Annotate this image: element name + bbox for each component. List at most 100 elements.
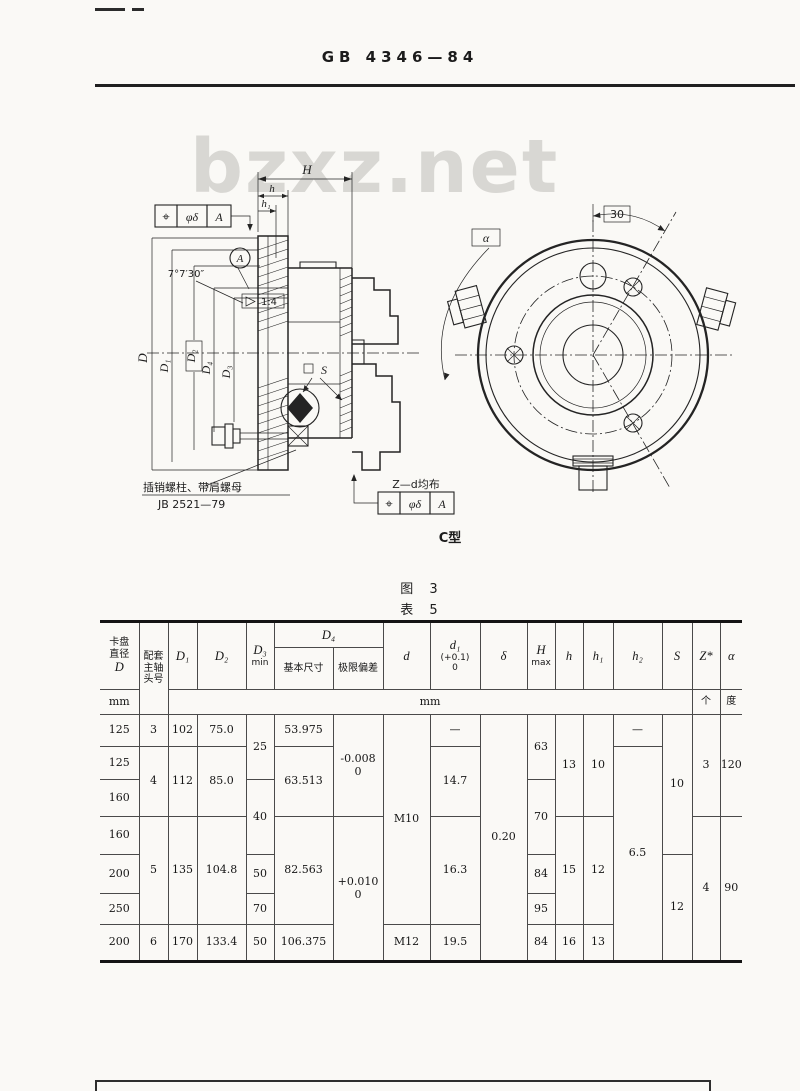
table-5-chuck-dimensions: 卡盘 直径 D 配套 主轴 头号 D₁ D₂ D₃ min D₄ d	[100, 620, 742, 963]
hdr-h2: h₂	[612, 621, 663, 690]
cell-alpha-r1: 120	[719, 714, 742, 817]
pinion-boss-left	[446, 284, 487, 329]
pinion-hole	[579, 262, 607, 290]
header-rule	[95, 84, 795, 87]
cell-dev-r4: +0.010 0	[332, 816, 384, 962]
cell-H-r3: 70	[526, 779, 555, 855]
cell-h1-r4: 12	[582, 816, 614, 925]
hdr-D4: D₄	[273, 621, 384, 648]
stud-assembly	[211, 423, 309, 449]
hdr-chuck-l1: 卡盘	[109, 636, 130, 648]
hdr-D4-deviation: 极限偏差	[332, 647, 383, 690]
hdr-chuck-diameter: 卡盘 直径 D	[100, 621, 140, 690]
dim-H-label: H	[301, 162, 312, 177]
cell-delta-r1: 0.20	[479, 714, 528, 962]
cell-basic-r2: 63.513	[273, 746, 334, 817]
hdr-alpha: α	[719, 621, 742, 690]
cell-basic-r4: 82.563	[273, 816, 334, 925]
stud-note-line1: 插销螺柱、带肩螺母	[143, 480, 242, 494]
cell-h1-r1: 10	[582, 714, 614, 817]
table-row: 250 70 95	[100, 893, 742, 925]
cell-h2-r2: 6.5	[612, 746, 662, 962]
unit-mm-main: mm	[167, 689, 693, 715]
cell-h1-r7: 13	[582, 924, 613, 962]
cell-D-r2: 125	[100, 746, 140, 780]
cell-D3-r6: 70	[245, 893, 275, 925]
cell-h-r7: 16	[554, 924, 584, 962]
hdr-spindle-l2: 主轴	[143, 662, 164, 674]
cell-D3-r1: 25	[245, 714, 275, 780]
dim-D3-label: D₃	[219, 366, 233, 380]
cell-D-r3: 160	[100, 779, 140, 817]
hdr-d: d	[382, 621, 431, 690]
pinion-boss-bottom	[572, 455, 614, 491]
cell-Z-r1: 3	[691, 714, 721, 817]
mounting-hole	[623, 413, 643, 433]
cell-h2-r1: —	[612, 714, 663, 747]
cell-H-r1: 63	[526, 714, 556, 780]
section-view: S D D₁ D₂ D₄ D₃	[135, 162, 455, 515]
cell-D3-r3: 40	[245, 779, 275, 855]
hdr-d1-tol2: 0	[452, 663, 458, 674]
dev-line2: 0	[354, 887, 362, 901]
hdr-H-sym: H	[536, 643, 546, 658]
hdr-D3-sym: D₃	[253, 643, 267, 658]
hdr-D3: D₃ min	[245, 621, 275, 690]
hdr-h: h	[554, 621, 584, 690]
hdr-D2: D₂	[196, 621, 247, 690]
hdr-spindle-head-no: 配套 主轴 头号	[138, 621, 169, 715]
cell-D3-r7: 50	[245, 924, 275, 962]
cell-D-r5: 200	[100, 854, 140, 894]
cell-D1-r1: 102	[167, 714, 198, 747]
cell-D3-r5: 50	[245, 854, 275, 894]
cell-H-r7: 84	[526, 924, 556, 962]
position-symbol: ⌖	[162, 210, 170, 225]
type-label: C型	[438, 531, 462, 546]
cell-sp-r4: 5	[138, 816, 169, 925]
cell-D2-r7: 133.4	[196, 924, 247, 962]
table-row: 200 50 84 12	[100, 854, 742, 962]
hdr-delta: δ	[479, 621, 528, 690]
cell-H-r6: 95	[526, 893, 555, 925]
hdr-H-sub: max	[531, 658, 551, 669]
cell-D-r1: 125	[100, 714, 140, 747]
dim-h-label: h	[269, 183, 275, 195]
hdr-chuck-l2: 直径	[109, 648, 130, 660]
cell-d-r1: M10	[382, 714, 431, 925]
table-row: 200 6 170 133.4 50 106.375 M12 19.5 84 1…	[100, 924, 742, 962]
table-row: 125 4 112 85.0 63.513 14.7 6.5	[100, 746, 742, 962]
cell-h-r4: 15	[554, 816, 584, 925]
hdr-Z: Z*	[691, 621, 721, 690]
hdr-D4-basic: 基本尺寸	[274, 647, 334, 690]
holes-note: Z—d均布	[392, 478, 440, 491]
cell-basic-r1: 53.975	[273, 714, 334, 747]
stud-note-line2: JB 2521—79	[157, 498, 225, 511]
angle-alpha-label: α	[483, 231, 490, 245]
unit-alpha: 度	[719, 689, 742, 715]
tolerance-value: φδ	[186, 210, 199, 224]
datum-ref: A	[437, 497, 446, 511]
table-caption: 表 5	[400, 603, 444, 618]
position-tolerance-frame-top: ⌖ φδ A	[154, 204, 253, 231]
position-symbol: ⌖	[385, 497, 393, 512]
cell-D-r6: 250	[100, 893, 140, 925]
table-row: 125 3 102 75.0 25 53.975 -0.008 0 M10 — …	[100, 714, 742, 962]
cell-sp-r1: 3	[138, 714, 169, 747]
hdr-d1-sym: d₁	[449, 638, 461, 653]
hdr-d1: d₁ (+0.1) 0	[429, 621, 481, 690]
cell-D2-r1: 75.0	[196, 714, 247, 747]
dim-D4-label: D₄	[199, 362, 213, 376]
cell-d1-r1: —	[429, 714, 481, 747]
next-page-table-edge	[95, 1080, 711, 1091]
cell-S-r1: 10	[661, 714, 693, 855]
cell-d1-r7: 19.5	[429, 924, 481, 962]
dim-D2-label: D₂	[184, 350, 198, 364]
cell-d-r7: M12	[382, 924, 431, 962]
datum-balloon	[229, 247, 251, 269]
tolerance-value: φδ	[409, 497, 422, 511]
hdr-H: H max	[526, 621, 556, 690]
hdr-d1-tol1: (+0.1)	[440, 652, 470, 663]
dev-line1: +0.010	[337, 874, 379, 888]
mounting-hole	[504, 345, 524, 365]
